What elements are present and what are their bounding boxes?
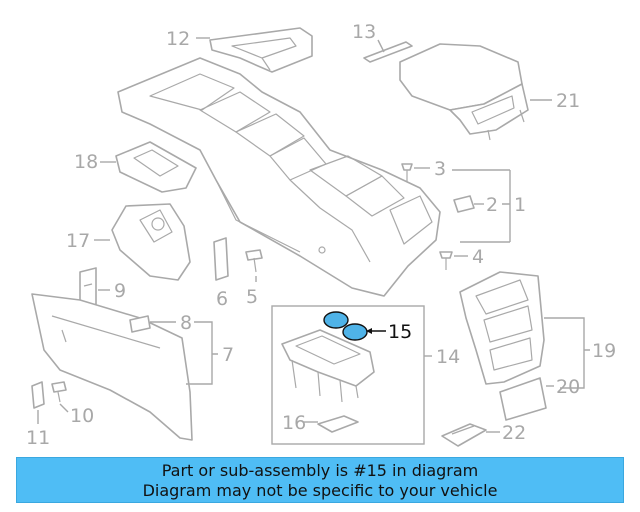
part-17-shifter-housing [111, 203, 191, 281]
part-3-screw [401, 163, 413, 182]
callout-6: 6 [216, 288, 228, 310]
callout-5: 5 [246, 286, 258, 308]
part-19-rear-panel [459, 271, 545, 385]
callout-14: 14 [436, 346, 460, 368]
subassembly-14-box [271, 305, 425, 445]
callout-18: 18 [74, 151, 98, 173]
part-2-clip [453, 195, 475, 213]
part-10-screw [51, 381, 67, 403]
callout-12: 12 [166, 28, 190, 50]
leader-13 [377, 39, 385, 53]
callout-13: 13 [352, 21, 376, 43]
callout-2: 2 [486, 194, 498, 216]
callout-20: 20 [556, 376, 580, 398]
info-banner: Part or sub-assembly is #15 in diagram D… [16, 457, 624, 503]
parts-diagram: 12 13 21 3 2 [26, 21, 616, 449]
part-7-side-panel [31, 293, 193, 441]
part-14-cupholder-housing [281, 329, 375, 403]
callout-15: 15 [388, 321, 412, 343]
banner-line-2: Diagram may not be specific to your vehi… [142, 481, 498, 500]
part-22-switch [441, 423, 487, 447]
callout-8: 8 [180, 312, 192, 334]
part-11-clip [31, 381, 45, 409]
callout-22: 22 [502, 422, 526, 444]
leader-10 [59, 403, 69, 413]
part-12-bezel [209, 27, 313, 73]
leader-7-bracket [186, 321, 218, 385]
callout-16: 16 [282, 412, 306, 434]
part-6-clip [213, 237, 229, 281]
callout-4: 4 [472, 246, 484, 268]
banner-line-1: Part or sub-assembly is #15 in diagram [161, 461, 479, 480]
part-16-pad [317, 415, 359, 433]
callout-11: 11 [26, 427, 50, 449]
leader-19-bracket [544, 317, 590, 389]
part-21-armrest [399, 43, 529, 141]
arrow-15 [366, 328, 372, 334]
callout-19: 19 [592, 340, 616, 362]
callout-7: 7 [222, 344, 234, 366]
part-15-highlighted [323, 311, 368, 341]
callout-3: 3 [434, 158, 446, 180]
part-20-cover [499, 377, 547, 421]
callout-1: 1 [514, 194, 526, 216]
leader-1-bracket [452, 169, 511, 243]
part-13-strip [363, 41, 413, 63]
callout-10: 10 [70, 405, 94, 427]
callout-17: 17 [66, 230, 90, 252]
callout-9: 9 [114, 280, 126, 302]
part-18-tray [115, 141, 197, 193]
callout-21: 21 [556, 90, 580, 112]
part-4-screw [439, 251, 453, 270]
center-console-body [117, 57, 441, 297]
part-5-screw [245, 249, 263, 273]
part-8-clip [129, 315, 151, 333]
